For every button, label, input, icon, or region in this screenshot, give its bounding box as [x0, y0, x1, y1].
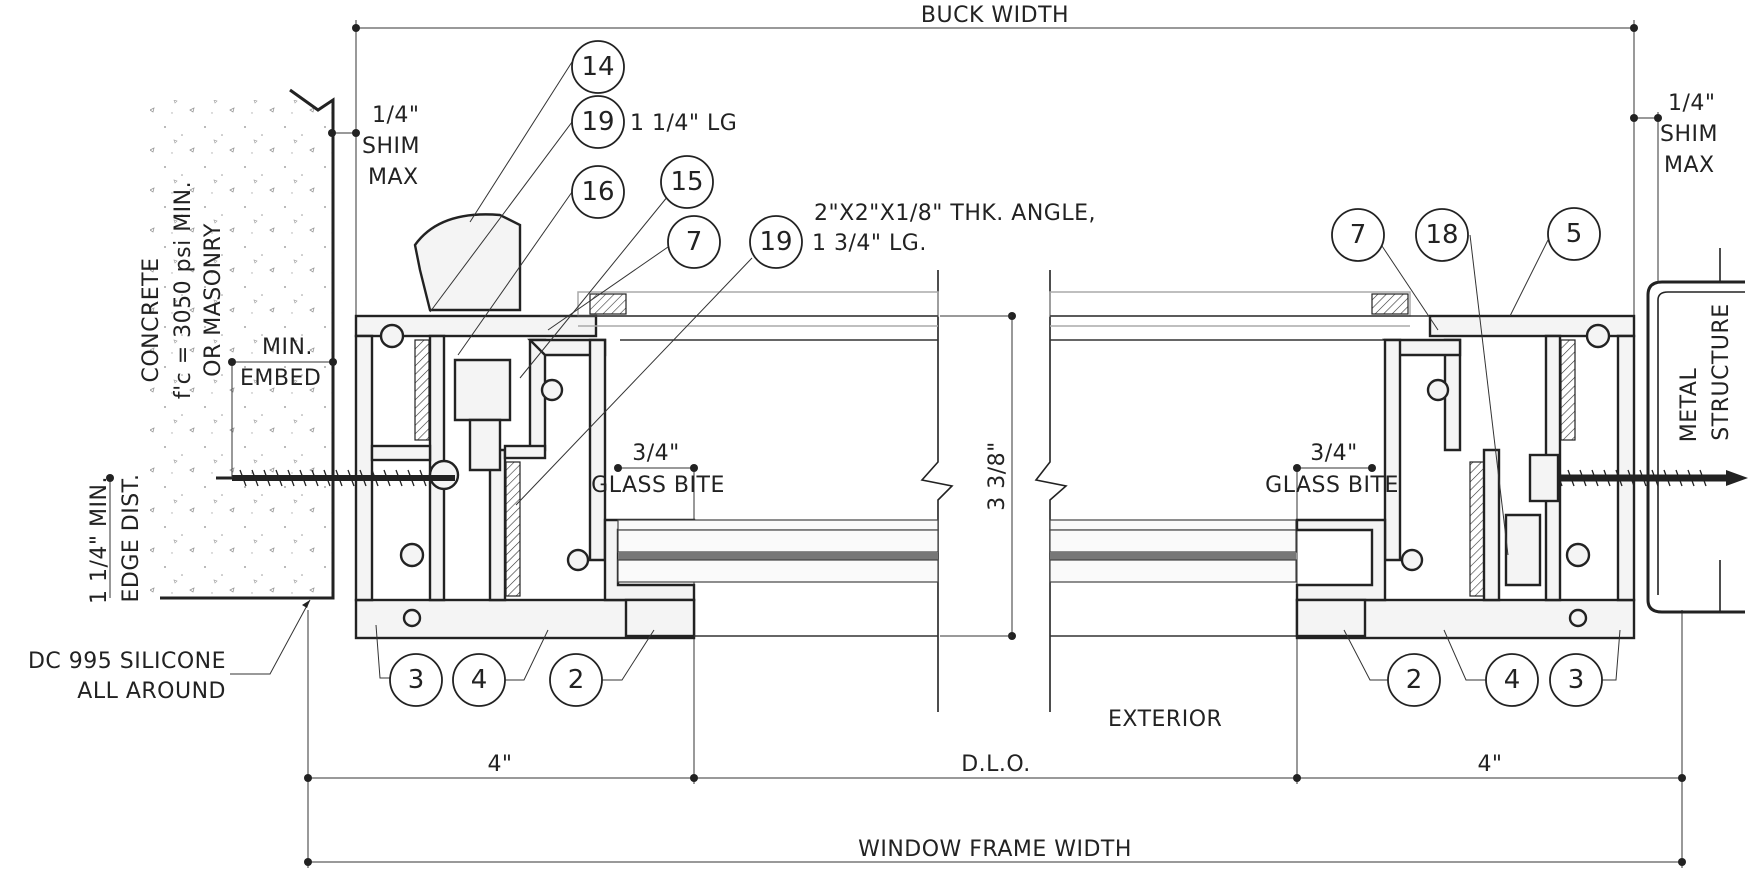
svg-text:2"X2"X1/8" THK. ANGLE,: 2"X2"X1/8" THK. ANGLE,	[814, 201, 1096, 226]
svg-text:1 3/4" LG.: 1 3/4" LG.	[812, 231, 927, 256]
dlo-label: D.L.O.	[961, 752, 1031, 777]
metal-structure-stud	[1528, 248, 1748, 614]
callout-7-left: 7	[547, 215, 721, 331]
callout-4-right: 4	[1443, 629, 1539, 707]
screw-length-note: 1 1/4" LG	[630, 111, 737, 136]
concrete-note: CONCRETE f'c = 3050 psi MIN. OR MASONRY	[139, 181, 226, 399]
svg-text:1/4": 1/4"	[1668, 91, 1716, 116]
concrete-anchor-screw	[216, 469, 455, 487]
svg-text:MAX: MAX	[1664, 153, 1715, 178]
buck-width-dimension: BUCK WIDTH	[352, 3, 1638, 318]
angle-note: 2"X2"X1/8" THK. ANGLE, 1 3/4" LG.	[812, 201, 1096, 256]
svg-text:DC 995 SILICONE: DC 995 SILICONE	[28, 649, 226, 674]
right-frame-dim-label: 4"	[1477, 752, 1502, 777]
svg-text:2: 2	[1406, 665, 1423, 695]
callout-4-left: 4	[452, 629, 549, 707]
svg-text:MAX: MAX	[368, 165, 419, 190]
svg-text:4: 4	[1504, 665, 1521, 695]
callout-18: 18	[1415, 208, 1509, 556]
window-frame-width-label: WINDOW FRAME WIDTH	[858, 837, 1132, 862]
depth-dimension: 3 3/8"	[940, 312, 1016, 640]
glass-bite-left: 3/4" GLASS BITE	[591, 441, 725, 498]
svg-text:OR MASONRY: OR MASONRY	[201, 223, 226, 377]
svg-text:14: 14	[581, 52, 614, 82]
window-frame-width-dimension: WINDOW FRAME WIDTH	[304, 610, 1686, 868]
callout-2-left: 2	[549, 629, 655, 707]
svg-text:1 1/4" MIN.: 1 1/4" MIN.	[87, 476, 112, 604]
callout-2-right: 2	[1343, 629, 1441, 707]
callout-15: 15	[519, 155, 714, 379]
left-frame-dim-label: 4"	[487, 752, 512, 777]
svg-text:EDGE DIST.: EDGE DIST.	[119, 474, 144, 603]
svg-text:MIN.: MIN.	[262, 335, 313, 360]
callout-3-right: 3	[1549, 629, 1621, 707]
svg-text:15: 15	[670, 167, 703, 197]
callout-16: 16	[457, 165, 625, 356]
svg-text:SHIM: SHIM	[362, 134, 420, 159]
callout-7-right: 7	[1331, 208, 1439, 331]
svg-text:STRUCTURE: STRUCTURE	[1709, 303, 1734, 440]
svg-text:4: 4	[471, 665, 488, 695]
depth-label: 3 3/8"	[985, 441, 1010, 511]
right-jamb-frame	[1295, 314, 1636, 640]
concrete-substrate	[150, 88, 335, 600]
svg-text:19: 19	[759, 227, 792, 257]
svg-text:ALL AROUND: ALL AROUND	[77, 679, 226, 704]
glass-bite-right: 3/4" GLASS BITE	[1265, 441, 1399, 498]
svg-text:METAL: METAL	[1677, 368, 1702, 443]
callout-3-left: 3	[375, 624, 443, 707]
svg-text:EMBED: EMBED	[240, 366, 321, 391]
svg-text:3: 3	[1568, 665, 1585, 695]
callout-5: 5	[1509, 207, 1601, 317]
svg-text:7: 7	[1350, 220, 1367, 250]
svg-text:3/4": 3/4"	[1310, 441, 1358, 466]
svg-text:2: 2	[568, 665, 585, 695]
left-jamb-frame	[354, 213, 696, 640]
svg-text:CONCRETE: CONCRETE	[139, 257, 164, 382]
svg-text:GLASS BITE: GLASS BITE	[591, 473, 725, 498]
silicone-note: DC 995 SILICONE ALL AROUND	[28, 599, 311, 704]
svg-text:3/4": 3/4"	[632, 441, 680, 466]
svg-text:16: 16	[581, 177, 614, 207]
buck-width-label: BUCK WIDTH	[921, 3, 1069, 28]
exterior-label: EXTERIOR	[1108, 707, 1222, 732]
svg-text:18: 18	[1425, 220, 1458, 250]
svg-text:1/4": 1/4"	[372, 103, 420, 128]
shim-note-right: 1/4" SHIM MAX	[1630, 91, 1718, 282]
metal-structure-note: METAL STRUCTURE	[1677, 303, 1734, 442]
svg-text:3: 3	[408, 665, 425, 695]
insulated-glass-unit	[540, 291, 1440, 637]
svg-text:5: 5	[1566, 219, 1583, 249]
svg-text:GLASS BITE: GLASS BITE	[1265, 473, 1399, 498]
min-embed-note: MIN. EMBED	[228, 335, 337, 478]
callout-19-angle: 19	[515, 215, 803, 506]
svg-text:19: 19	[581, 107, 614, 137]
shim-note-left: 1/4" SHIM MAX	[328, 103, 420, 190]
svg-text:SHIM: SHIM	[1660, 122, 1718, 147]
callout-14: 14	[469, 40, 625, 223]
svg-text:7: 7	[686, 227, 703, 257]
svg-text:f'c = 3050 psi MIN.: f'c = 3050 psi MIN.	[171, 181, 196, 399]
edge-distance-note: 1 1/4" MIN. EDGE DIST.	[87, 474, 144, 604]
callout-19-top: 19 1 1/4" LG	[429, 95, 737, 313]
